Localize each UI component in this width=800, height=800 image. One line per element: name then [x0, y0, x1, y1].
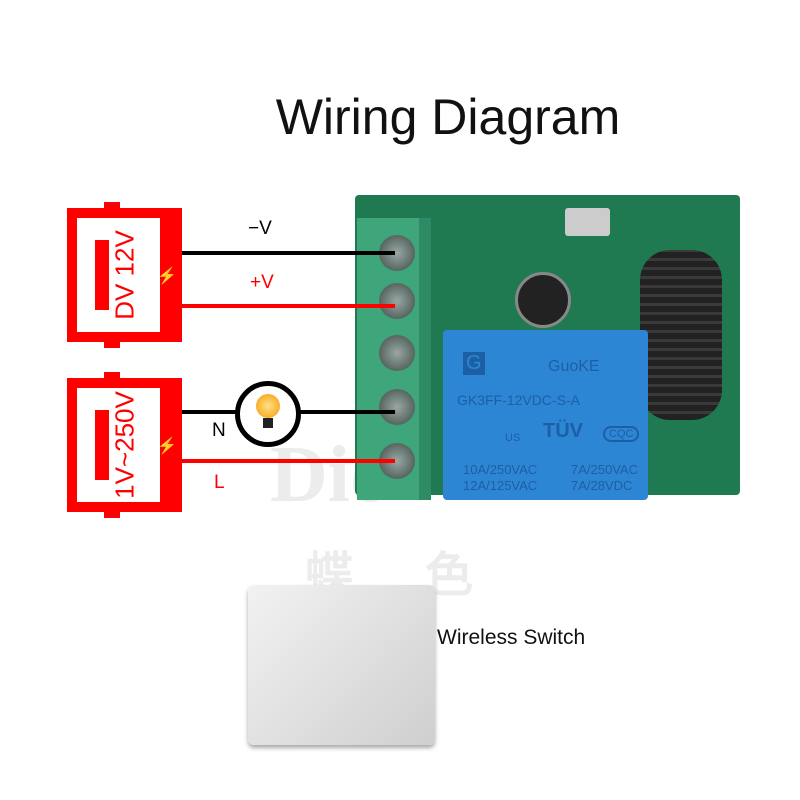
relay-us: US: [505, 432, 521, 444]
pos-wire: [182, 304, 395, 308]
relay-rating: 7A/28VDC: [571, 478, 633, 493]
relay-cqc: CQC: [603, 426, 640, 442]
capacitor: [515, 272, 571, 328]
neutral-label: N: [212, 420, 226, 441]
terminal-block: [357, 218, 431, 500]
live-wire: [182, 459, 395, 463]
learn-button: [565, 208, 610, 236]
relay-rating: 12A/125VAC: [463, 478, 538, 493]
lightning-icon: ⚡: [157, 268, 177, 285]
relay-model: GK3FF-12VDC-S-A: [457, 392, 580, 408]
neg-label: −V: [248, 218, 272, 239]
terminal-screw: [379, 283, 415, 319]
wireless-switch-label: Wireless Switch: [437, 626, 586, 649]
relay-tuv: TÜV: [543, 420, 583, 442]
antenna-coil: [640, 250, 722, 420]
live-label: L: [214, 472, 225, 493]
wireless-switch: [248, 585, 435, 745]
dc-power-supply: DV 12V ⚡: [67, 202, 182, 348]
psu-label: DV 12V: [109, 230, 140, 320]
terminal-screw: [379, 335, 415, 371]
neg-wire: [182, 251, 395, 255]
pos-label: +V: [250, 272, 274, 293]
ac-power-supply: 1V~250V ⚡: [67, 372, 182, 518]
lamp-icon: [235, 381, 301, 447]
psu-label: 1V~250V: [109, 391, 140, 499]
relay: G GuoKE GK3FF-12VDC-S-A US TÜV CQC 10A/2…: [443, 330, 648, 500]
terminal-screw: [379, 389, 415, 425]
relay-brand: GuoKE: [548, 358, 600, 375]
lightning-icon: ⚡: [157, 438, 177, 455]
relay-rating: 10A/250VAC: [463, 462, 538, 477]
diagram-title: Wiring Diagram: [275, 89, 621, 145]
relay-rating: 7A/250VAC: [571, 462, 638, 477]
